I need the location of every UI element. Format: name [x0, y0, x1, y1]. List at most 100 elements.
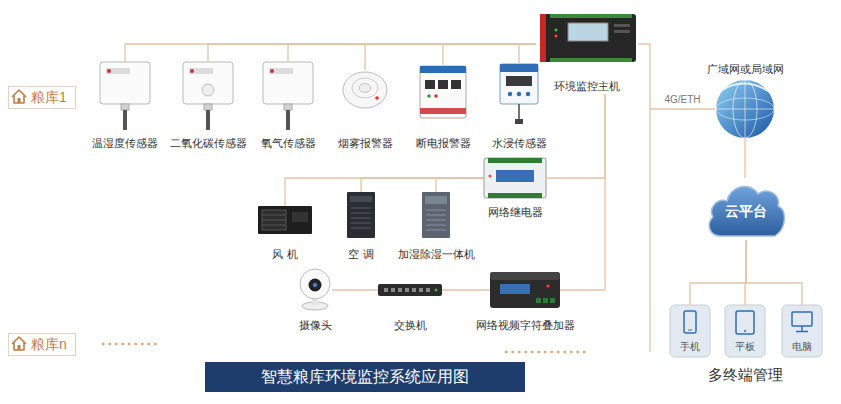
- oxygen-sensor-part: [284, 104, 292, 110]
- house-icon-part: [18, 98, 21, 103]
- monitoring-host-part: [550, 58, 632, 62]
- temp-humidity-sensor: [100, 62, 150, 130]
- water-leak-sensor-part: [500, 64, 538, 72]
- device-caption-group: 空 调: [348, 247, 373, 261]
- humidifier-dehumidifier-part: [425, 196, 447, 204]
- monitoring-host-part: [550, 14, 632, 18]
- node-text: 电脑: [792, 341, 812, 353]
- connector-line: [443, 44, 536, 66]
- network-switch-part: [391, 288, 395, 292]
- terminal-tile-part: [688, 330, 692, 331]
- co2-sensor-part: [202, 84, 214, 96]
- temp-humidity-sensor-part: [121, 104, 129, 110]
- device-node: 网络继电器: [484, 158, 546, 198]
- terminal-tile-part: [684, 311, 696, 333]
- oxygen-sensor-part: [269, 68, 293, 74]
- connector-line: [746, 240, 802, 305]
- power-failure-alarm-part: [420, 108, 466, 114]
- temp-humidity-sensor-part: [123, 110, 127, 130]
- device-node: 空 调: [347, 192, 375, 238]
- temp-humidity-sensor-part: [107, 69, 111, 73]
- connector-line: [285, 178, 484, 206]
- video-overlay-device-part: [536, 298, 541, 303]
- connector-line: [361, 178, 484, 192]
- humidifier-dehumidifier-part: [426, 225, 446, 226]
- fan-unit-part: [262, 220, 286, 221]
- edge-label: 4G/ETH: [662, 94, 702, 106]
- humidifier-dehumidifier-part: [426, 215, 446, 216]
- node-text: 加湿除湿一体机: [398, 247, 475, 261]
- continuation-dots-part: [103, 343, 160, 346]
- depot-tag: 粮库n: [8, 333, 76, 356]
- air-conditioner-part: [351, 218, 371, 219]
- terminal-tile-part: [796, 331, 808, 333]
- oxygen-sensor: [263, 62, 313, 130]
- temp-humidity-sensor-part: [100, 62, 150, 104]
- monitoring-host: [540, 14, 636, 62]
- monitoring-host-part: [554, 34, 557, 37]
- device-caption-group: 交换机: [394, 318, 427, 332]
- oxygen-sensor-part: [286, 110, 290, 130]
- humidifier-dehumidifier-part: [426, 220, 446, 221]
- oxygen-sensor-part: [270, 69, 274, 73]
- terminal-node: 手机: [670, 305, 710, 357]
- monitoring-host-part: [614, 30, 630, 33]
- device-node: 二氧化碳传感器: [183, 62, 233, 130]
- device-node: 水浸传感器: [500, 64, 538, 124]
- node-text: 空 调: [348, 247, 373, 261]
- device-caption-group: 广域网或局域网: [707, 62, 784, 76]
- node-text: 粮库n: [31, 336, 67, 353]
- terminal-node: 平板: [725, 305, 765, 357]
- air-conditioner: [347, 192, 375, 238]
- terminal-tile-part: [782, 305, 822, 357]
- device-caption-group: 加湿除湿一体机: [398, 247, 475, 261]
- connector-line: [744, 138, 745, 178]
- device-node: 交换机: [378, 284, 442, 296]
- camera-part: [313, 283, 317, 287]
- device-node: 风 机: [258, 206, 312, 234]
- terminal-tile: [670, 305, 710, 357]
- network-switch: [378, 284, 442, 296]
- device-caption-group: 烟雾报警器: [338, 136, 393, 150]
- video-overlay-device-part: [490, 272, 560, 308]
- network-switch-part: [398, 288, 402, 292]
- fan-unit-part: [262, 225, 286, 226]
- node-text: 氧气传感器: [261, 136, 316, 150]
- connector-line: [690, 240, 746, 305]
- humidifier-dehumidifier-part: [426, 230, 446, 231]
- node-text: 二氧化碳传感器: [170, 136, 247, 150]
- co2-sensor-part: [204, 104, 212, 110]
- air-conditioner-part: [351, 223, 371, 224]
- node-text: 平板: [735, 341, 755, 353]
- terminal-tile: [725, 305, 765, 357]
- terminal-tile-part: [744, 330, 746, 332]
- node-text: 摄像头: [299, 318, 332, 332]
- connector-line: [332, 289, 378, 290]
- humidifier-dehumidifier-part: [422, 192, 450, 238]
- network-globe-part: [722, 83, 770, 92]
- smoke-alarm: [343, 72, 387, 108]
- co2-sensor: [183, 62, 233, 130]
- monitoring-host-part: [540, 14, 546, 62]
- node-text: 水浸传感器: [492, 136, 547, 150]
- node-text: 网络继电器: [488, 205, 543, 219]
- monitoring-host-part: [614, 24, 630, 27]
- caption-text: 智慧粮库环境监控系统应用图: [261, 367, 469, 387]
- video-overlay-device-part: [543, 298, 548, 303]
- camera-part: [300, 269, 330, 299]
- air-conditioner-part: [350, 196, 372, 202]
- co2-sensor-part: [190, 69, 194, 73]
- connector-line: [436, 178, 484, 192]
- terminal-tile-part: [725, 305, 765, 357]
- monitoring-host-part: [554, 28, 557, 31]
- smoke-alarm-part: [359, 84, 371, 93]
- network-relay-part: [488, 193, 542, 198]
- power-failure-alarm-part: [427, 94, 431, 98]
- co2-sensor-part: [206, 110, 210, 130]
- terminal-tile-part: [792, 312, 812, 326]
- fan-unit-part: [258, 206, 312, 234]
- video-overlay-device-part: [490, 272, 560, 280]
- node-text: 环境监控主机: [554, 79, 620, 93]
- network-relay-part: [488, 158, 542, 163]
